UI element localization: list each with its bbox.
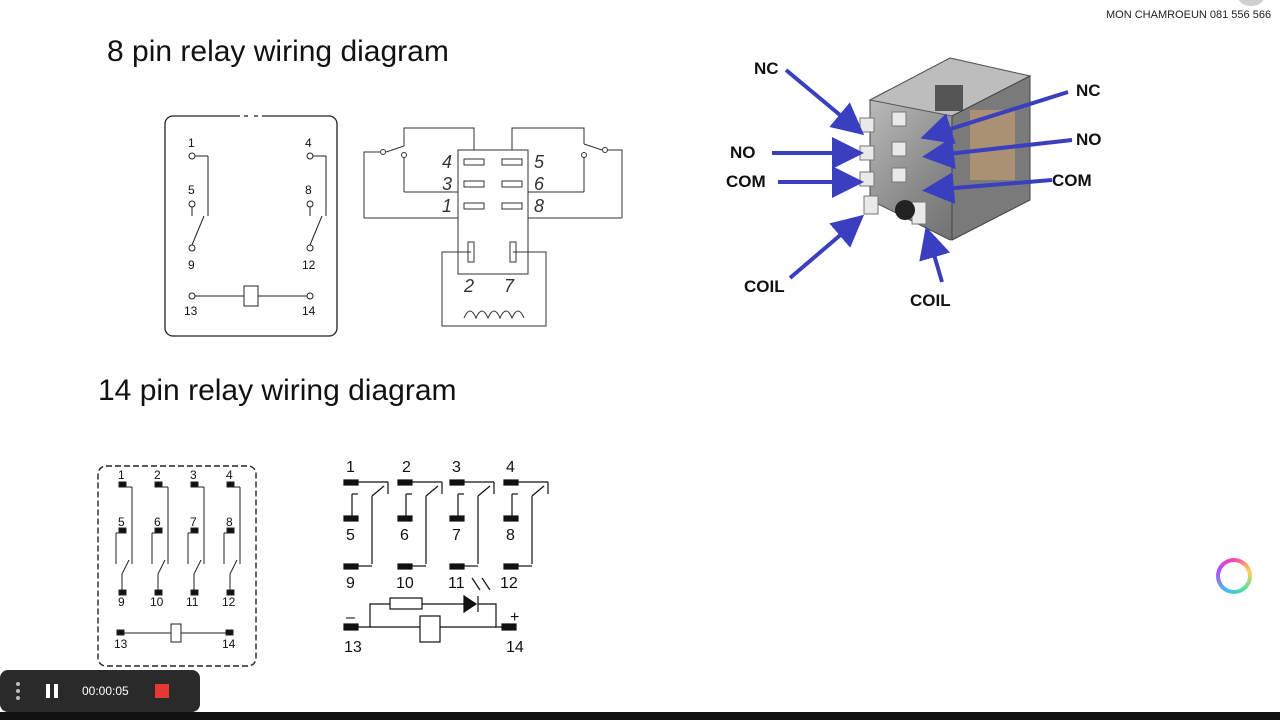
corner-button[interactable] (1236, 0, 1266, 6)
pin-label: 2 (154, 468, 161, 482)
pin-label: 14 (302, 304, 316, 318)
pin-label: 9 (118, 595, 125, 609)
drag-handle-icon[interactable] (8, 682, 28, 700)
pin-label: 6 (154, 515, 161, 529)
watermark-text: MON CHAMROEUN 081 556 566 (1106, 9, 1272, 21)
pin-label: 9 (346, 575, 355, 592)
title-8pin: 8 pin relay wiring diagram (107, 35, 449, 68)
stop-record-icon[interactable] (154, 684, 169, 698)
pin-label: 10 (396, 575, 414, 592)
pin-label: 12 (302, 258, 316, 272)
socket-pin-label: 7 (504, 276, 515, 296)
pin-label: 14 (506, 639, 524, 656)
pin-label: 11 (448, 575, 465, 592)
pin-label: 11 (186, 595, 199, 609)
label-coil-right: COIL (910, 291, 951, 310)
label-nc-right: NC (1076, 81, 1101, 100)
diagram-8pin-socket: 4 5 3 6 1 8 2 7 (363, 127, 623, 327)
pin-label: 8 (226, 515, 233, 529)
plus-sign: + (510, 609, 519, 626)
pin-label: 7 (190, 515, 197, 529)
pin-label: 10 (150, 595, 164, 609)
pin-label: 1 (346, 459, 355, 476)
pin-label: 13 (184, 304, 198, 318)
pin-label: 4 (226, 468, 233, 482)
socket-pin-label: 3 (442, 174, 452, 194)
pin-label: 7 (452, 527, 461, 544)
pin-label: 3 (452, 459, 461, 476)
label-com-left: COM (726, 172, 766, 191)
pin-label: 6 (400, 527, 409, 544)
label-no-right: NO (1076, 130, 1102, 149)
pin-label: 12 (500, 575, 518, 592)
pin-label: 5 (188, 183, 195, 197)
pin-label: 13 (344, 639, 362, 656)
diagram-8pin-schematic: 1 4 5 8 9 12 13 14 (164, 114, 338, 337)
pin-label: 3 (190, 468, 197, 482)
label-no-left: NO (730, 143, 756, 162)
socket-pin-label: 1 (442, 196, 452, 216)
label-coil-left: COIL (744, 277, 785, 296)
diagram-14pin-schematic: 1 2 3 4 5 6 7 8 9 10 11 12 13 14 – + (343, 459, 549, 656)
pin-label: 14 (222, 637, 236, 651)
pin-label: 5 (346, 527, 355, 544)
pin-label: 2 (402, 459, 411, 476)
label-com-right: COM (1052, 171, 1092, 190)
minus-sign: – (346, 609, 355, 626)
pin-label: 5 (118, 515, 125, 529)
recording-timer: 00:00:05 (82, 684, 129, 698)
socket-pin-label: 5 (534, 152, 545, 172)
pin-label: 1 (188, 136, 195, 150)
pin-label: 9 (188, 258, 195, 272)
pin-label: 1 (118, 468, 125, 482)
socket-pin-label: 6 (534, 174, 545, 194)
pin-label: 12 (222, 595, 236, 609)
bottom-edge (0, 712, 1280, 720)
diagram-14pin-socket: 1 2 3 4 5 6 7 8 9 10 11 12 13 14 (97, 465, 257, 667)
pin-label: 13 (114, 637, 128, 651)
pin-label: 8 (506, 527, 515, 544)
socket-pin-label: 8 (534, 196, 544, 216)
screen-recorder-bar: 00:00:05 (0, 670, 200, 712)
pin-label: 8 (305, 183, 312, 197)
relay-photo: NC NO COM COIL NC NO COM COIL (726, 57, 1102, 310)
pin-label: 4 (506, 459, 515, 476)
pause-icon[interactable] (46, 684, 58, 698)
label-nc-left: NC (754, 59, 779, 78)
socket-pin-label: 4 (442, 152, 452, 172)
pin-label: 4 (305, 136, 312, 150)
assistive-touch-icon[interactable] (1216, 558, 1252, 594)
title-14pin: 14 pin relay wiring diagram (98, 374, 457, 407)
socket-pin-label: 2 (463, 276, 474, 296)
